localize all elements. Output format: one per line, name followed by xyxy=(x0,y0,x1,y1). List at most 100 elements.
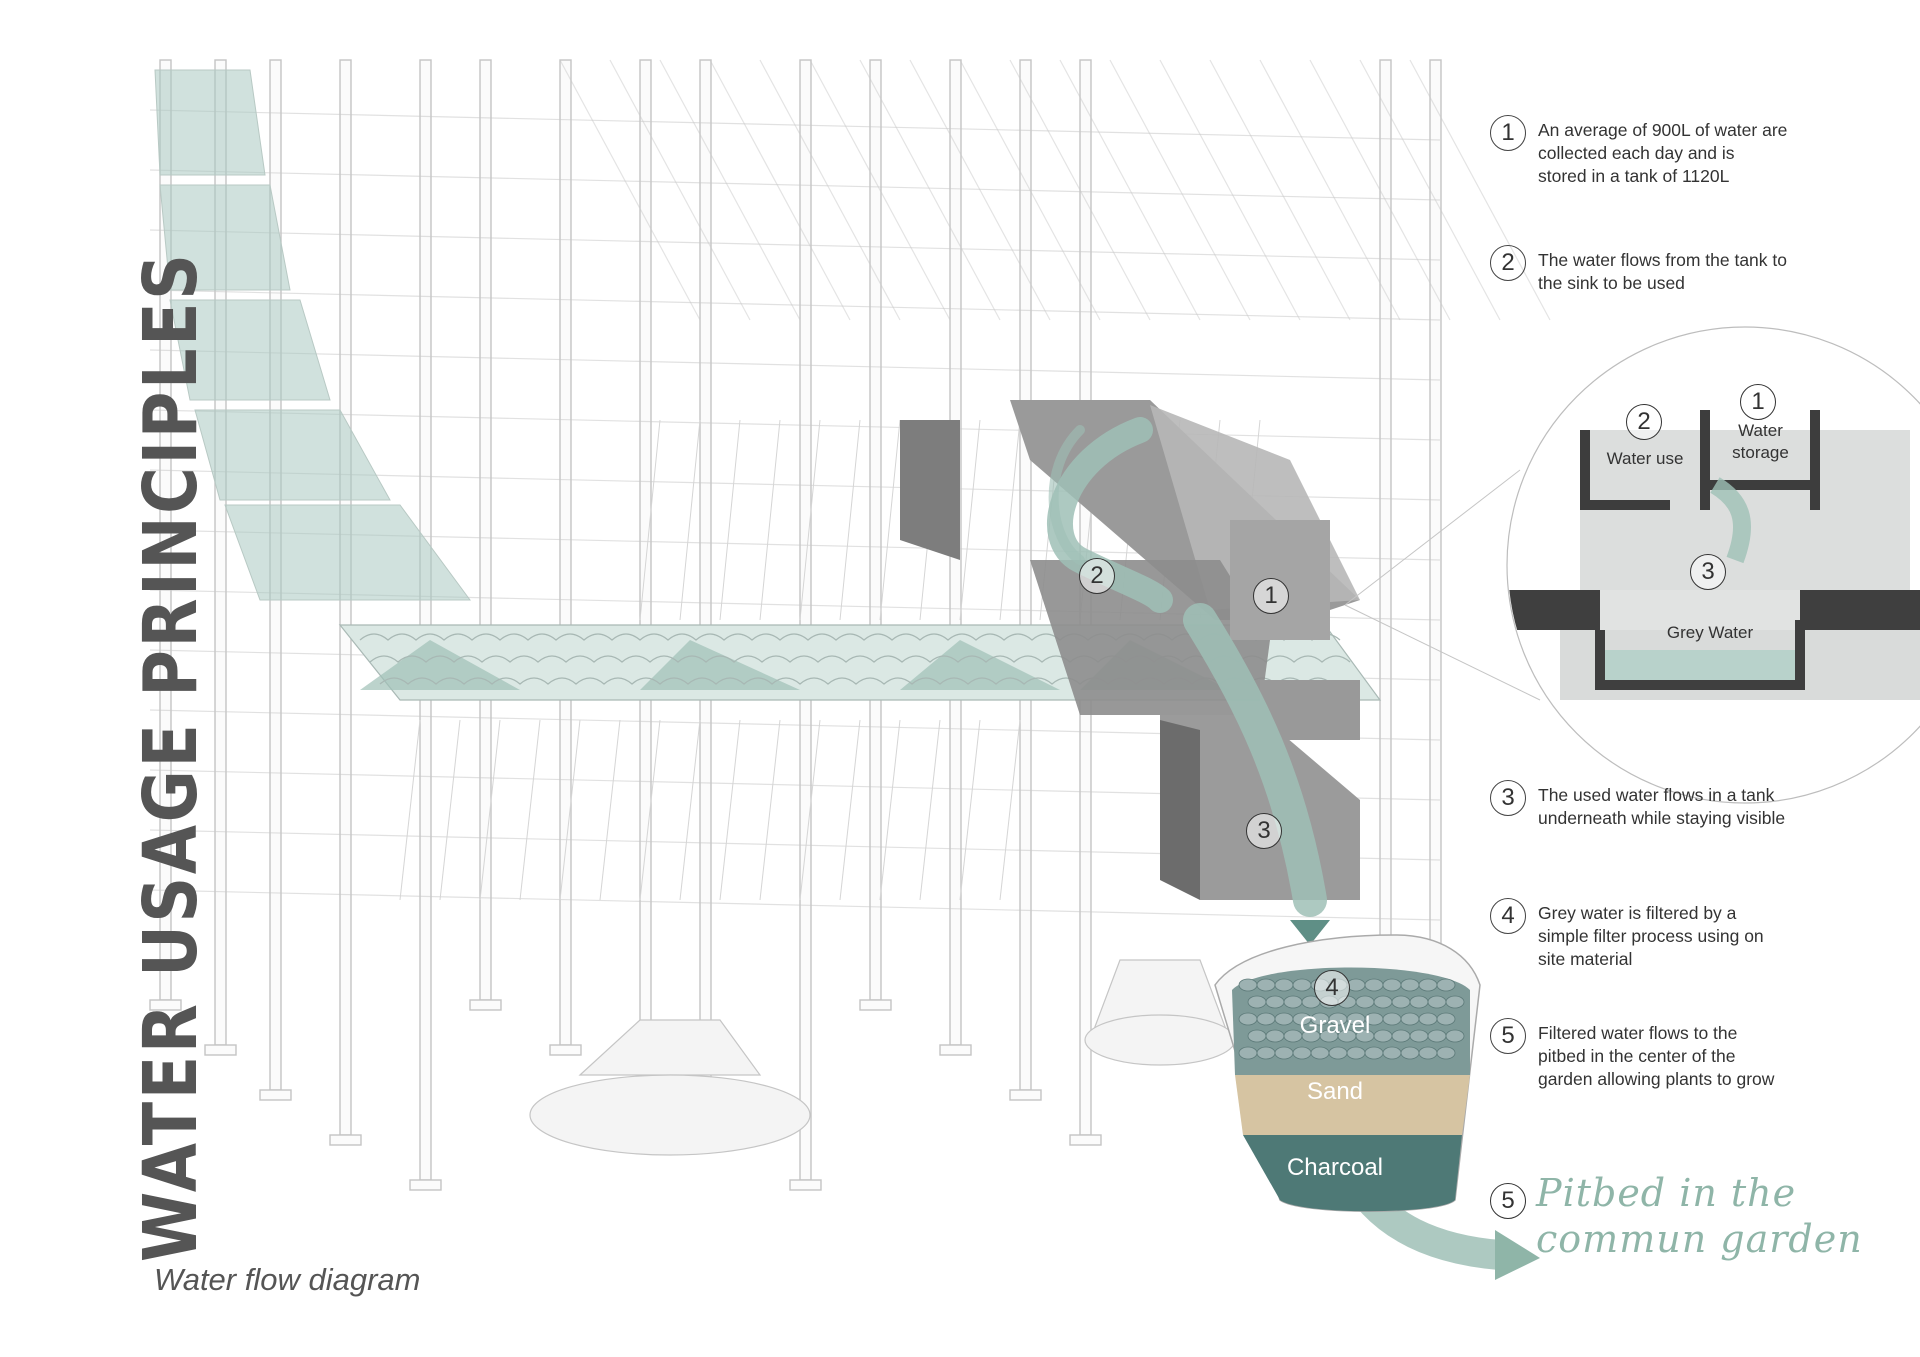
step-number: 3 xyxy=(1490,780,1526,816)
gravel-pebble xyxy=(1238,1012,1258,1026)
structural-beam xyxy=(149,889,1441,921)
pitbed-label: Pitbed in the commun garden xyxy=(1536,1170,1863,1262)
gravel-pebble xyxy=(1418,1046,1438,1060)
rafter xyxy=(909,59,1051,321)
footings xyxy=(529,959,1236,1156)
gravel-pebble xyxy=(1436,1012,1456,1026)
rafter xyxy=(759,59,901,321)
gravel-label: Gravel xyxy=(1299,1012,1371,1039)
gravel-pebble xyxy=(1445,995,1465,1009)
pole-footing xyxy=(1009,1089,1042,1101)
structural-pole xyxy=(1019,59,1032,1091)
gravel-pebble xyxy=(1292,978,1312,992)
pole-footing xyxy=(329,1134,362,1146)
gravel-pebble xyxy=(1400,1012,1420,1026)
roof-panels xyxy=(154,69,471,601)
gravel-pebble xyxy=(1427,995,1447,1009)
rafter xyxy=(1209,59,1351,321)
figure-marker-1: 1 xyxy=(1253,578,1289,614)
floor-board xyxy=(919,719,941,901)
gravel-pebble xyxy=(1355,995,1375,1009)
floor-board xyxy=(959,419,981,621)
rafter xyxy=(1059,59,1201,321)
filter-vessel xyxy=(1214,934,1481,1212)
floor-board xyxy=(719,719,741,901)
pole-footing xyxy=(149,999,182,1011)
floor-board xyxy=(559,719,581,901)
step-number: 5 xyxy=(1490,1018,1526,1054)
structural-pole xyxy=(799,59,812,1181)
floor-board xyxy=(759,419,781,621)
gravel-pebble xyxy=(1238,1046,1258,1060)
floor-board xyxy=(839,419,861,621)
gravel-pebble xyxy=(1328,1046,1348,1060)
structural-beam xyxy=(149,289,1441,321)
gravel-pebble xyxy=(1310,1046,1330,1060)
gravel-pebble xyxy=(1409,1029,1429,1043)
detail-marker-1: 1 xyxy=(1740,384,1776,420)
gravel-pebble xyxy=(1418,1012,1438,1026)
gravel-pebble xyxy=(1274,1046,1294,1060)
gravel-pebble xyxy=(1436,978,1456,992)
pole-footing xyxy=(259,1089,292,1101)
rafter xyxy=(1109,59,1251,321)
rafter xyxy=(1259,59,1401,321)
pole-footing xyxy=(939,1044,972,1056)
gravel-pebble xyxy=(1409,995,1429,1009)
floor-board xyxy=(719,419,741,621)
sand-label: Sand xyxy=(1306,1078,1364,1105)
gravel-pebble xyxy=(1238,978,1258,992)
rafter xyxy=(1009,59,1151,321)
floor-board xyxy=(599,719,621,901)
pole-footing xyxy=(549,1044,582,1056)
figure-marker-2: 2 xyxy=(1079,558,1115,594)
step-text: The water flows from the tank to the sin… xyxy=(1538,250,1787,293)
floor-board xyxy=(879,419,901,621)
pitbed-line-2: commun garden xyxy=(1536,1217,1863,1261)
rafter xyxy=(609,59,751,321)
water-tank-structure xyxy=(900,400,1360,900)
pole-footing xyxy=(409,1179,442,1191)
figure-marker-3: 3 xyxy=(1246,813,1282,849)
structural-beam xyxy=(149,229,1441,261)
gravel-pebble xyxy=(1418,978,1438,992)
gravel-pebble xyxy=(1373,995,1393,1009)
gravel-pebble xyxy=(1436,1046,1456,1060)
structural-pole xyxy=(419,59,432,1181)
gravel-pebble xyxy=(1292,1046,1312,1060)
step-number: 4 xyxy=(1490,898,1526,934)
detail-marker-3: 3 xyxy=(1690,554,1726,590)
rafter xyxy=(659,59,801,321)
floor-board xyxy=(399,719,421,901)
figure-marker-5: 5 xyxy=(1490,1183,1526,1219)
pole-footing xyxy=(469,999,502,1011)
gravel-pebble xyxy=(1283,995,1303,1009)
floor-board xyxy=(799,419,821,621)
gravel-pebble xyxy=(1346,1046,1366,1060)
rafter xyxy=(809,59,951,321)
rafter xyxy=(1309,59,1451,321)
structural-beam xyxy=(149,169,1441,201)
gravel-pebble xyxy=(1391,995,1411,1009)
gravel-pebble xyxy=(1256,1046,1276,1060)
page-title: WATER USAGE PRINCIPLES xyxy=(128,251,214,1262)
gravel-pebble xyxy=(1256,978,1276,992)
rafter xyxy=(1359,59,1501,321)
floor-board xyxy=(799,719,821,901)
pole-footing xyxy=(204,1044,237,1056)
structural-beam xyxy=(149,349,1441,381)
floor-board xyxy=(439,719,461,901)
rafter xyxy=(709,59,851,321)
rafter xyxy=(559,59,701,321)
gravel-pebble xyxy=(1265,995,1285,1009)
water-storage-label: Water storage xyxy=(1732,421,1789,462)
step-text: Grey water is filtered by a simple filte… xyxy=(1538,903,1764,969)
pole-footing xyxy=(789,1179,822,1191)
floor-board xyxy=(839,719,861,901)
floor-board xyxy=(639,719,661,901)
grey-water-label: Grey Water xyxy=(1666,623,1754,642)
floor-board xyxy=(479,719,501,901)
floor-board xyxy=(679,419,701,621)
